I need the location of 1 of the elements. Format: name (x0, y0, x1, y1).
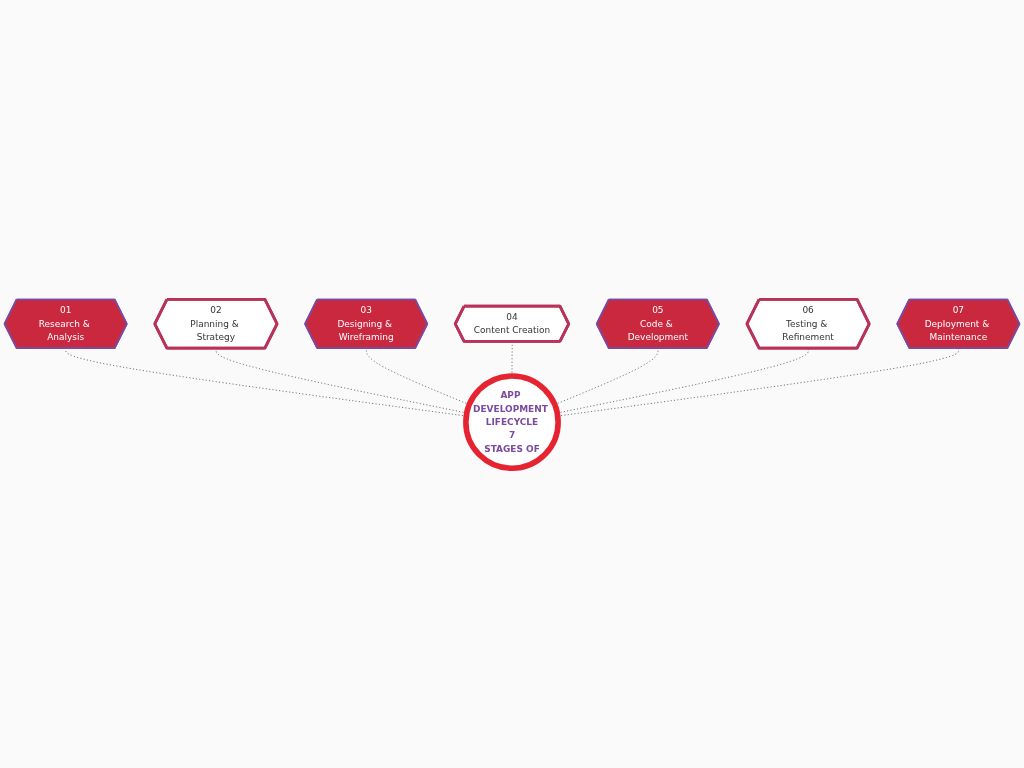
node-circle: APP DEVELOPMENT LIFECYCLE 7 STAGES OF (463, 373, 561, 472)
